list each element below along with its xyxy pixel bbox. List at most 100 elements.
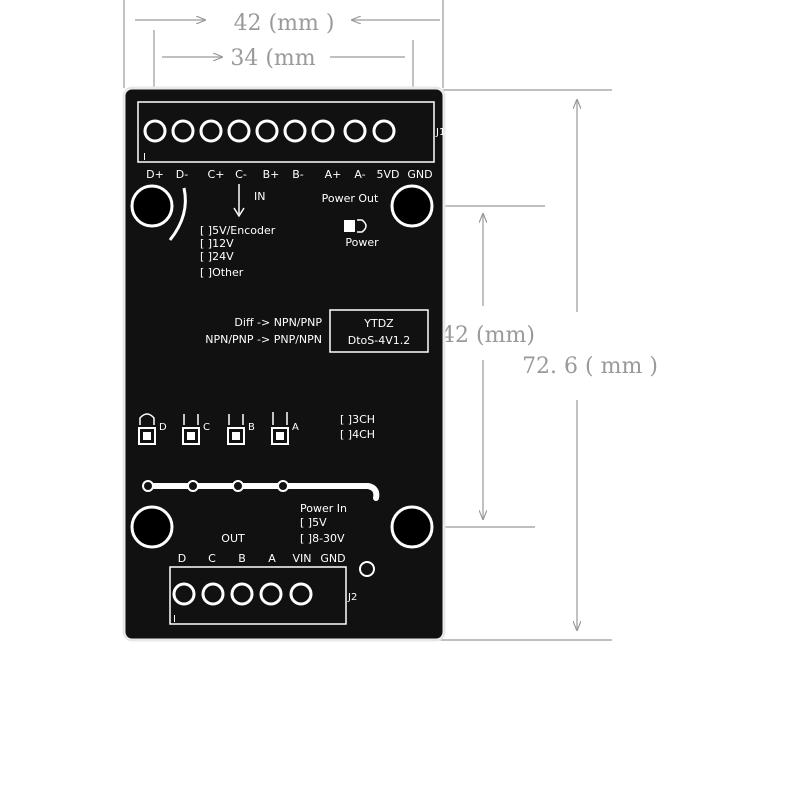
j1-pin-label: D+ [146, 168, 164, 181]
j2-pin-label: C [208, 552, 216, 565]
j1-pin [343, 119, 367, 143]
j2-pin [230, 582, 254, 606]
bottom-trace [142, 480, 380, 501]
channel-led-a: A [271, 412, 299, 445]
j2-pin [259, 582, 283, 606]
j1-pin [199, 119, 223, 143]
conversion-line-1: Diff -> NPN/PNP [234, 316, 322, 329]
channel-led-label: D [159, 422, 167, 433]
trace-via [232, 480, 244, 492]
power-in-option: [ ]5V [300, 516, 327, 529]
j2-pin-labels: D C B A VIN GND [178, 552, 346, 565]
power-in-option: [ ]8-30V [300, 532, 345, 545]
power-led-outline [357, 219, 367, 233]
trace-via [277, 480, 289, 492]
channel-led-outline [228, 414, 244, 425]
channel-led-core [232, 432, 240, 440]
in-label: IN [254, 190, 265, 203]
j1-pin1-mark: I [143, 152, 146, 163]
width-outer-label: 42 (mm ) [234, 11, 335, 36]
trace-via [187, 480, 199, 492]
mounting-hole-top-left [130, 184, 174, 228]
channel-led-label: C [203, 422, 210, 433]
channel-led-pad [182, 427, 200, 445]
mounting-hole-bottom-right [390, 505, 434, 549]
model-box: YTDZ DtoS-4V1.2 [329, 309, 429, 353]
j2-pin [172, 582, 196, 606]
small-via-hole [359, 561, 375, 577]
j1-pin [283, 119, 307, 143]
power-out-label: Power Out [322, 192, 379, 205]
channel-led-pad [138, 427, 156, 445]
j1-pin-labels: D+ D- C+ C- B+ B- A+ A- 5VD GND [146, 168, 432, 181]
j2-pin1-mark: I [173, 614, 176, 625]
out-label: OUT [221, 532, 245, 545]
j1-pin-label: B- [292, 168, 304, 181]
j1-pin-label: B+ [263, 168, 280, 181]
input-option: [ ]5V/Encoder [200, 224, 276, 237]
j2-pin-label: D [178, 552, 186, 565]
j1-pin-label: D- [176, 168, 188, 181]
channel-led-outline [183, 414, 199, 425]
j1-designator: J1 [435, 127, 445, 138]
channel-led-outline [139, 413, 155, 425]
pcb-board [122, 86, 446, 642]
channel-leds: D C B A [138, 412, 299, 445]
j1-outline [137, 101, 435, 163]
input-option: [ ]24V [200, 250, 234, 263]
input-option: [ ]Other [200, 266, 244, 279]
height-inner-label: 42 (mm) [441, 323, 535, 348]
model-brand: YTDZ [363, 317, 394, 330]
input-indicator: IN [233, 184, 265, 218]
j2-pin [289, 582, 313, 606]
channel-led-outline [272, 412, 288, 425]
j1-pin-label: GND [407, 168, 432, 181]
j1-pin [311, 119, 335, 143]
conversion-line-2: NPN/PNP -> PNP/NPN [205, 333, 322, 346]
channel-led-core [143, 432, 151, 440]
silkscreen-trace [168, 187, 187, 241]
model-box-outline [329, 309, 429, 353]
channel-led-core [276, 432, 284, 440]
j1-pin-label: C- [235, 168, 247, 181]
j2-pin [201, 582, 225, 606]
channel-led-pad [271, 427, 289, 445]
j1-pin-label: C+ [208, 168, 225, 181]
j2-pin-label: B [238, 552, 246, 565]
input-option: [ ]12V [200, 237, 234, 250]
channel-led-label: B [248, 422, 255, 433]
mounting-holes [130, 184, 434, 577]
channel-led-d: D [138, 413, 167, 445]
j1-pin-label: A+ [325, 168, 342, 181]
channel-option: [ ]4CH [340, 428, 375, 441]
j2-designator: J2 [347, 592, 357, 603]
j1-pin [255, 119, 279, 143]
j1-pin [171, 119, 195, 143]
j2-pin-label: VIN [293, 552, 312, 565]
channel-led-c: C [182, 414, 210, 445]
power-in-label: Power In [300, 502, 347, 515]
power-led-pad [344, 220, 355, 232]
j2-connector: I J2 [169, 566, 357, 625]
power-led [344, 219, 367, 233]
height-outer-label: 72. 6 ( mm ) [522, 354, 658, 379]
j2-pin-label: A [268, 552, 276, 565]
power-led-label: Power [345, 236, 379, 249]
input-voltage-options: [ ]5V/Encoder [ ]12V [ ]24V [ ]Other [200, 224, 276, 279]
width-inner-label: 34 (mm [230, 46, 315, 71]
j1-pin [143, 119, 167, 143]
j1-pin [372, 119, 396, 143]
channel-led-label: A [292, 422, 299, 433]
mounting-hole-top-right [390, 184, 434, 228]
input-arrow-head [233, 207, 245, 218]
j2-pins [172, 582, 313, 606]
channel-led-core [187, 432, 195, 440]
channel-led-b: B [227, 414, 255, 445]
mounting-hole-bottom-left [130, 505, 174, 549]
j1-pin-label: A- [354, 168, 365, 181]
j1-pin [227, 119, 251, 143]
bottom-trace-path [145, 483, 380, 501]
channel-option: [ ]3CH [340, 413, 375, 426]
dimension-annotations [123, 0, 612, 641]
